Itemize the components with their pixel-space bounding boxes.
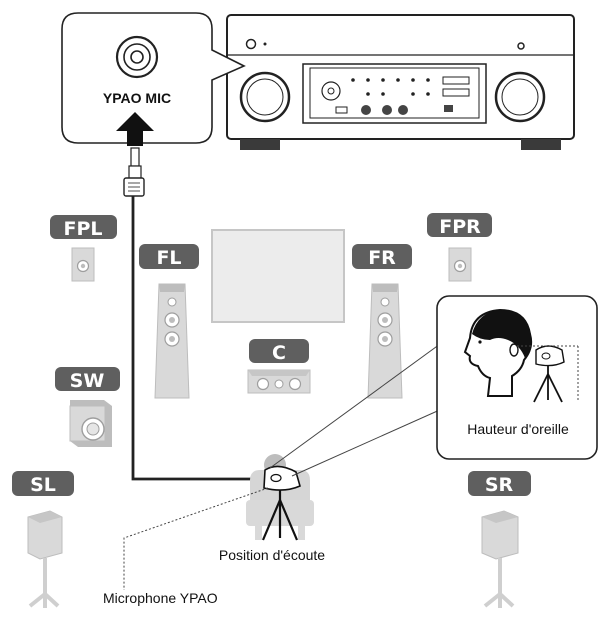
ypao-mic-callout: YPAO MIC [61, 12, 246, 144]
tv-screen [211, 229, 345, 323]
volume-knob [494, 71, 546, 123]
microphone-label: Microphone YPAO [103, 590, 218, 606]
fr-label: FR [368, 247, 396, 269]
power-icon [245, 38, 257, 50]
ypao-mic-label: YPAO MIC [103, 90, 171, 106]
ear-height-label: Hauteur d'oreille [467, 421, 569, 437]
fl-speaker: FL [139, 244, 199, 399]
sr-label: SR [485, 474, 514, 496]
inset-microphone-icon [533, 345, 565, 403]
fpr-label: FPR [439, 216, 481, 238]
listening-position-label: Position d'écoute [219, 547, 325, 563]
fl-label: FL [156, 247, 181, 269]
fpl-speaker: FPL [50, 215, 117, 282]
mic-plug [123, 147, 145, 197]
person-head-icon [463, 308, 533, 397]
av-receiver [226, 14, 575, 150]
sw-speaker: SW [55, 367, 120, 447]
sr-speaker: SR [468, 471, 531, 608]
front-panel-door [302, 63, 487, 124]
fpr-speaker: FPR [427, 213, 492, 282]
ear-height-inset: Hauteur d'oreille [436, 295, 598, 460]
fpl-label: FPL [63, 218, 102, 240]
sw-label: SW [70, 370, 105, 392]
insert-arrow-icon [116, 112, 154, 146]
mic-jack-icon [115, 35, 159, 79]
sl-speaker: SL [12, 471, 74, 608]
fr-speaker: FR [352, 244, 412, 399]
mic-cable [131, 196, 270, 481]
ypao-microphone-icon [263, 465, 301, 491]
sl-label: SL [30, 474, 56, 496]
c-label: C [272, 342, 286, 364]
c-speaker: C [247, 339, 311, 394]
listening-position: Position d'écoute [123, 327, 463, 590]
input-knob [239, 71, 291, 123]
